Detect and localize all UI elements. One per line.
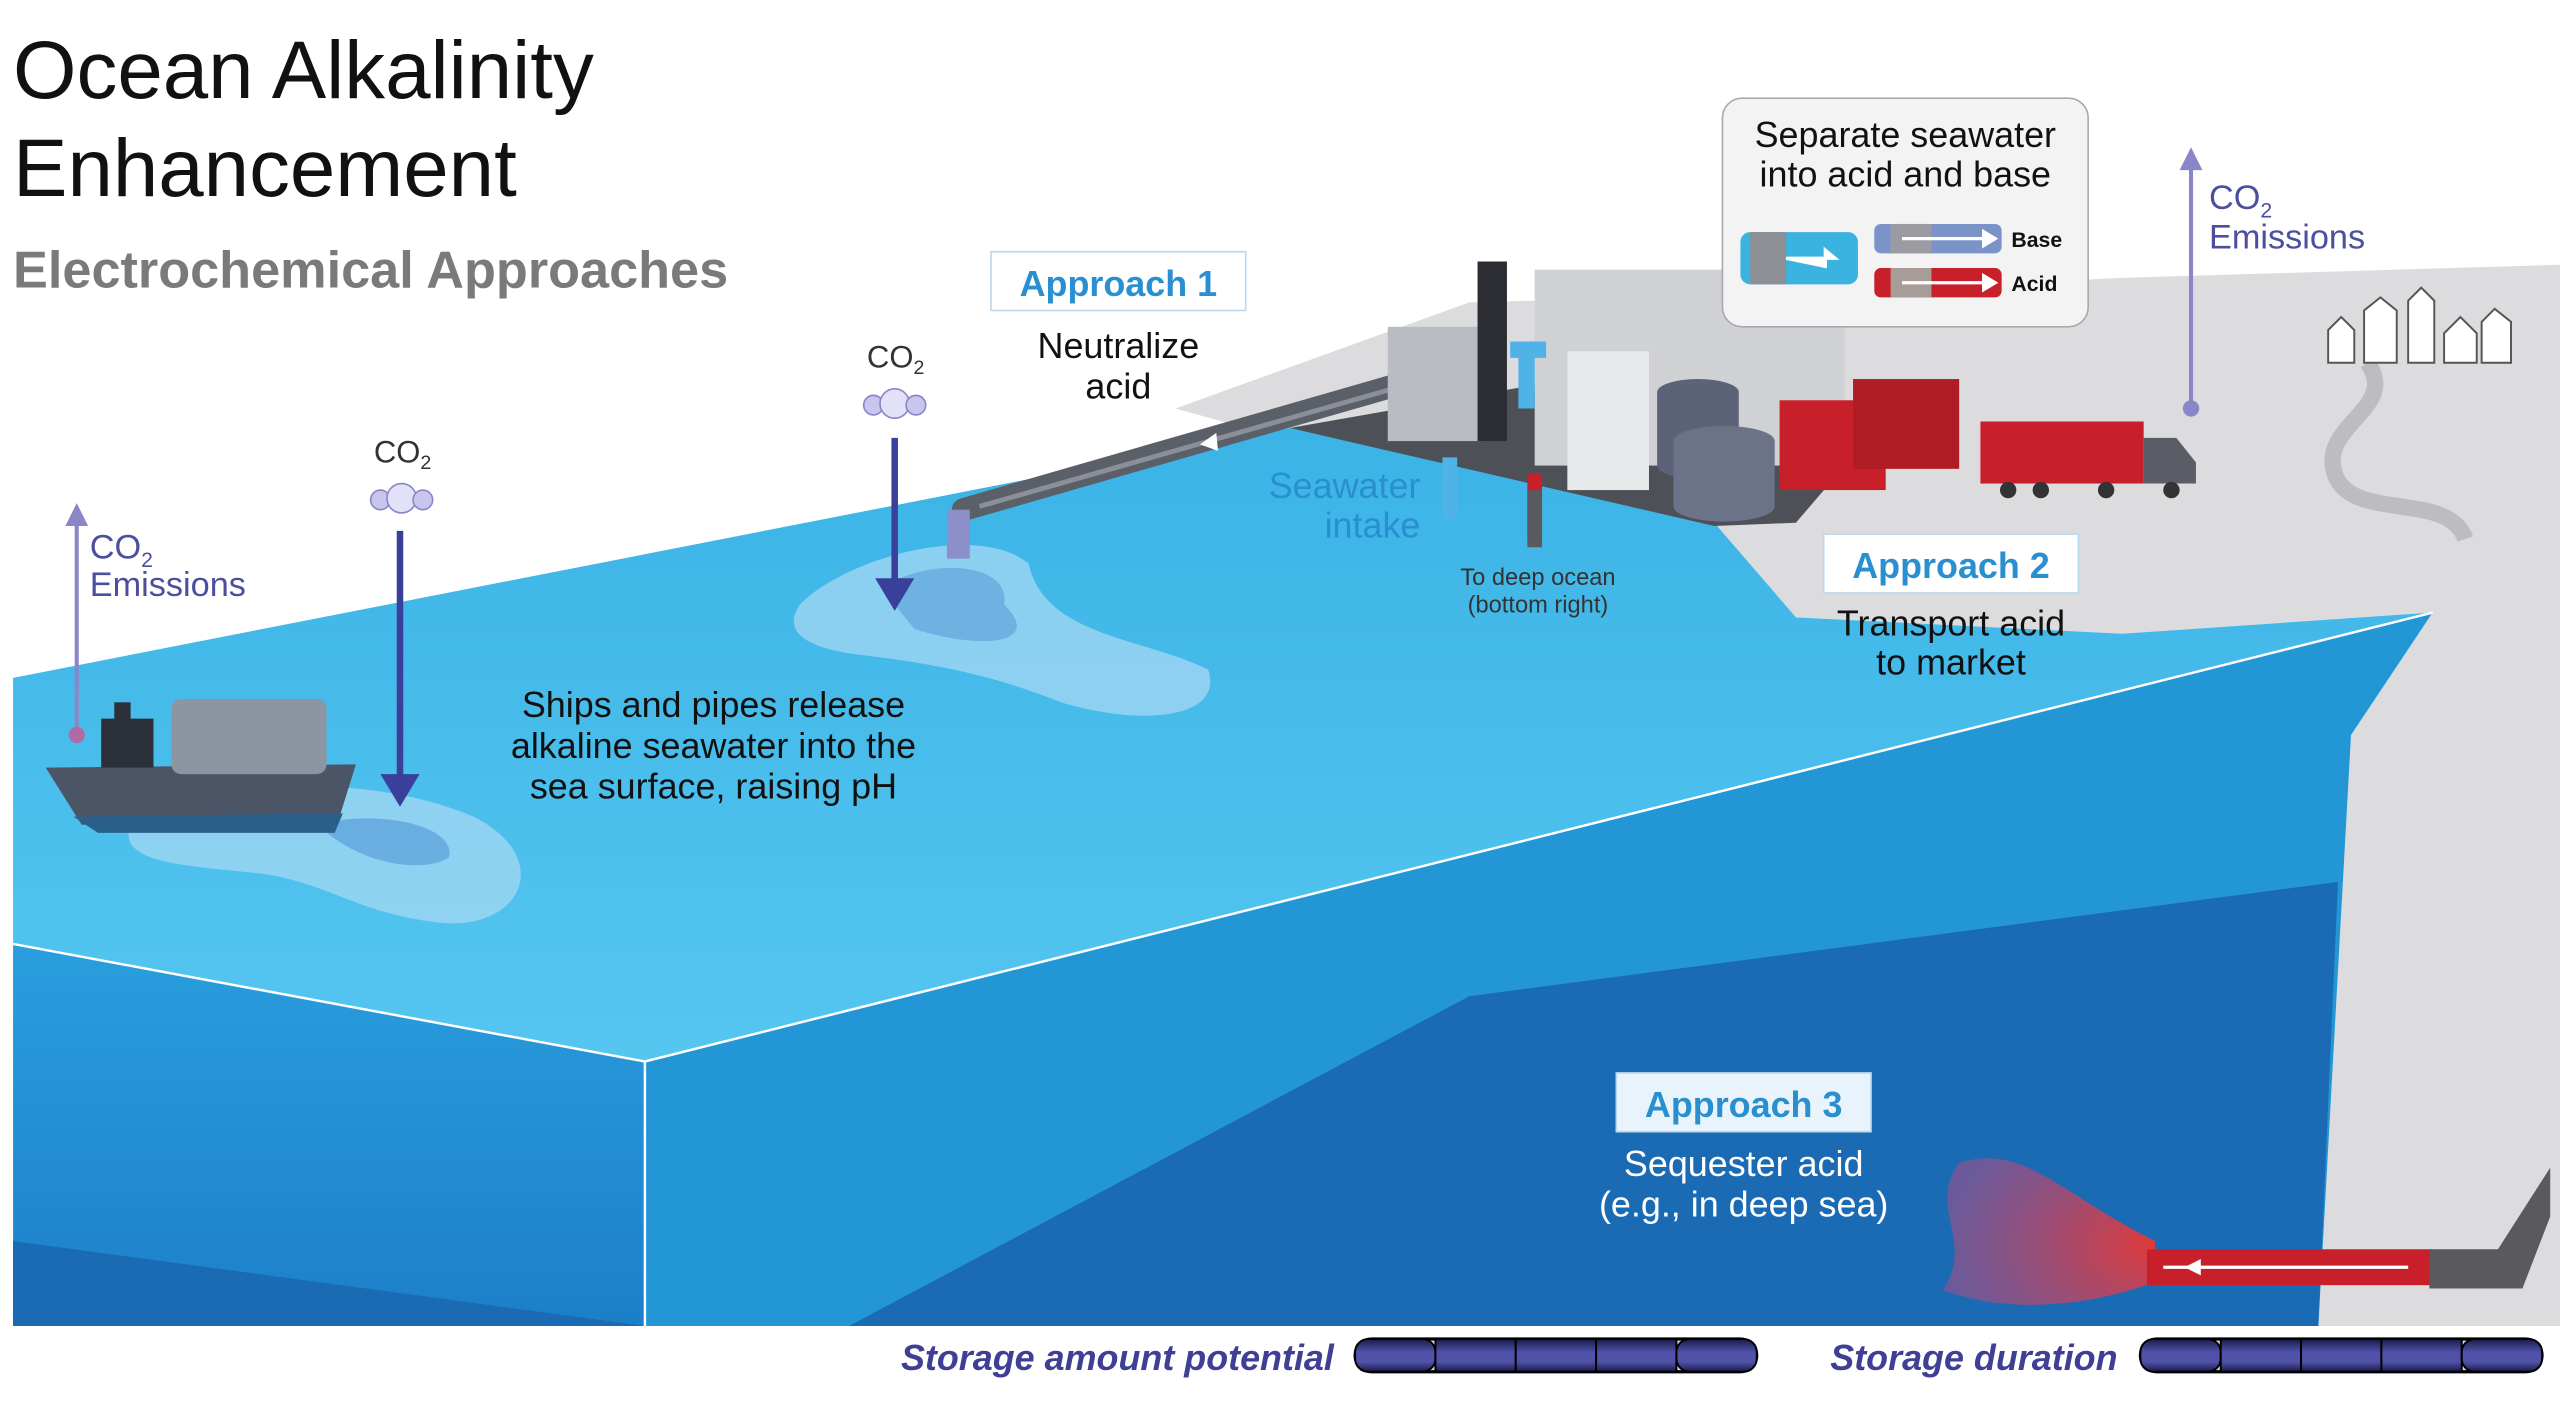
seawater-intake-label: Seawater <box>1269 465 1421 506</box>
svg-text:alkaline seawater into the: alkaline seawater into the <box>511 725 916 766</box>
ship-description: Ships and pipes release alkaline seawate… <box>511 684 916 807</box>
approach-1-label: Approach 1 <box>1020 263 1218 304</box>
rating-segment <box>2460 1338 2544 1373</box>
storage-duration-rating <box>2138 1337 2544 1374</box>
acid-plume <box>1942 1158 2156 1305</box>
water-surface <box>13 428 2433 1062</box>
rating-segment <box>2139 1338 2222 1373</box>
emissions-label-ship: Emissions <box>90 566 246 604</box>
svg-text:into acid and base: into acid and base <box>1760 153 2051 194</box>
storage-duration-label: Storage duration <box>1830 1337 2117 1378</box>
approach-3-label: Approach 3 <box>1645 1084 1843 1125</box>
truck-icon <box>1980 421 2196 499</box>
co2-molecule-icon <box>862 388 927 420</box>
subtitle: Electrochemical Approaches <box>13 242 728 300</box>
co2-emission-arrow-ship <box>65 503 89 744</box>
electrochemical-plant-icon <box>1289 261 1960 548</box>
approach-2-box <box>1822 533 2080 594</box>
emissions-label-land: Emissions <box>2209 218 2365 256</box>
separation-callout: Separate seawater into acid and base Bas… <box>1721 97 2089 328</box>
acid-label: Acid <box>2011 273 2057 296</box>
approach-1-box <box>990 250 1247 312</box>
co2-label: CO2 <box>867 340 924 380</box>
rating-segment <box>2219 1338 2303 1373</box>
rating-segment <box>2300 1338 2383 1373</box>
approach-3-box <box>1615 1072 1872 1133</box>
ship-icon <box>45 699 356 833</box>
road <box>2324 357 2474 543</box>
co2-molecule-icon <box>369 482 434 514</box>
water-front-face <box>13 943 645 1326</box>
co2-emission-arrow-land <box>2179 147 2203 417</box>
approach-2-desc: Transport acid <box>1837 602 2065 643</box>
approach-2-desc: to market <box>1876 642 2026 683</box>
rating-segment <box>1675 1338 1758 1373</box>
deep-ocean-label: To deep ocean <box>1460 565 1615 591</box>
co2-emissions-label-ship: CO2 <box>90 529 153 572</box>
approach-3-desc: (e.g., in deep sea) <box>1599 1184 1888 1225</box>
rating-segment <box>1514 1338 1598 1373</box>
co2-label: CO2 <box>374 434 431 474</box>
rating-segment <box>1434 1338 1517 1373</box>
approach-2-label: Approach 2 <box>1852 545 2050 586</box>
deep-ocean-label: (bottom right) <box>1468 593 1609 619</box>
svg-text:Separate seawater: Separate seawater <box>1755 114 2056 155</box>
co2-uptake-arrow-1 <box>380 530 420 807</box>
base-label: Base <box>2011 229 2062 252</box>
svg-text:Ships and pipes release: Ships and pipes release <box>522 684 905 725</box>
svg-text:sea surface, raising pH: sea surface, raising pH <box>530 766 897 807</box>
approach-1-desc: Neutralize <box>1038 325 1200 366</box>
title-line-2: Enhancement <box>13 123 517 214</box>
co2-uptake-arrow-2 <box>875 437 915 611</box>
seawater-intake-label: intake <box>1325 504 1421 545</box>
storage-amount-rating <box>1353 1337 1759 1374</box>
town-icon <box>2327 286 2512 364</box>
storage-amount-label: Storage amount potential <box>901 1337 1335 1378</box>
pipe-elbow <box>2429 1167 2551 1289</box>
co2-emissions-label-land: CO2 <box>2209 179 2272 222</box>
rating-segment <box>1354 1338 1437 1373</box>
land <box>1175 264 2560 1326</box>
approach-1-desc: acid <box>1085 366 1151 407</box>
deep-water-left <box>13 1241 645 1326</box>
edge-lines <box>12 611 2433 1326</box>
rating-segment <box>1595 1338 1678 1373</box>
rating-segment <box>2380 1338 2463 1373</box>
approach-3-desc: Sequester acid <box>1624 1143 1864 1184</box>
title-line-1: Ocean Alkalinity <box>13 25 594 116</box>
